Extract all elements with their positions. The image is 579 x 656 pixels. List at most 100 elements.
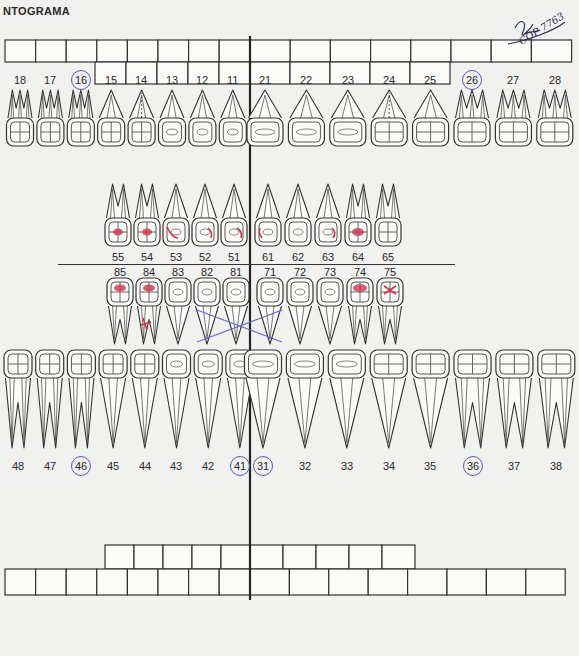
- root-canal: [26, 95, 29, 118]
- tooth-root: [223, 184, 246, 218]
- tooth-crown: [454, 350, 491, 378]
- crown-surface: [255, 129, 275, 135]
- tooth-root: [109, 306, 132, 344]
- circled-tooth-number: 31: [253, 456, 273, 476]
- crown-fissure: [541, 132, 569, 133]
- chart-title: NTOGRAMA: [3, 6, 70, 17]
- tooth-root: [539, 378, 573, 448]
- crown-surface: [458, 122, 486, 142]
- tooth-crown: [36, 350, 64, 378]
- tooth-crown: [285, 218, 311, 246]
- crown-surface: [379, 222, 397, 242]
- root-canal: [230, 189, 238, 218]
- root-canal: [137, 95, 145, 118]
- crown-surface: [416, 354, 445, 374]
- record-box: [330, 40, 370, 62]
- circled-tooth-number: 36: [463, 456, 483, 476]
- crown-surface: [109, 222, 127, 242]
- root-canal: [201, 189, 209, 218]
- crown-surface: [223, 122, 242, 142]
- root-canal: [564, 95, 568, 118]
- root-canal: [562, 378, 568, 443]
- crown-surface: [229, 229, 239, 235]
- caries-mark: [237, 228, 242, 238]
- tooth-number: 73: [324, 267, 336, 278]
- record-box: [219, 40, 250, 62]
- tooth-number: 55: [112, 252, 124, 263]
- root-canal: [111, 189, 115, 218]
- tooth-number: 18: [14, 75, 26, 86]
- root-canal: [49, 95, 52, 118]
- tooth-root: [317, 184, 340, 218]
- tooth-crown: [330, 118, 366, 146]
- tooth-number: 34: [383, 461, 395, 472]
- tooth-crown: [328, 350, 365, 378]
- root-canal: [503, 378, 509, 443]
- crown-surface: [167, 129, 178, 135]
- caries-mark: [332, 228, 335, 238]
- root-canal: [57, 95, 60, 118]
- record-box: [189, 40, 220, 62]
- crown-surface: [251, 122, 279, 142]
- root-canal: [266, 306, 274, 339]
- root-canal: [198, 95, 206, 118]
- caries-mark: [113, 229, 123, 236]
- crown-surface: [319, 222, 337, 242]
- root-canal: [153, 306, 157, 339]
- crown-surface: [140, 282, 158, 302]
- record-box: [451, 40, 491, 62]
- tooth-number: 84: [143, 267, 155, 278]
- tooth-crown: [286, 350, 323, 378]
- root-canal: [353, 306, 357, 339]
- crown-surface: [111, 282, 129, 302]
- record-box: [189, 569, 220, 595]
- root-split: [141, 93, 142, 118]
- tooth-number: 12: [196, 75, 208, 86]
- crown-fissure: [8, 364, 28, 365]
- crown-surface: [71, 354, 91, 374]
- tooth-root: [319, 306, 342, 344]
- tooth-crown: [99, 350, 127, 378]
- tooth-crown: [221, 218, 247, 246]
- root-canal: [461, 378, 467, 443]
- tooth-crown: [189, 118, 216, 146]
- crown-fissure: [102, 132, 121, 133]
- tooth-number: 41: [234, 461, 246, 472]
- crown-surface: [102, 122, 121, 142]
- tooth-number: 26: [466, 75, 478, 86]
- tooth-crown: [413, 118, 449, 146]
- tooth-root: [38, 90, 62, 118]
- tooth-number: 51: [228, 252, 240, 263]
- root-canal: [301, 95, 313, 118]
- tooth-crown: [7, 118, 34, 146]
- root-canal: [342, 95, 354, 118]
- root-canal: [151, 189, 155, 218]
- tooth-root: [456, 90, 489, 118]
- root-canal: [79, 95, 82, 118]
- caries-mark: [259, 228, 262, 238]
- crown-surface: [332, 354, 361, 374]
- crown-surface: [295, 289, 305, 295]
- extraction-mark: [197, 310, 282, 342]
- crown-surface: [167, 354, 187, 374]
- tooth-crown: [412, 350, 449, 378]
- crown-surface: [542, 354, 571, 374]
- record-box: [36, 40, 67, 62]
- tooth-root: [249, 90, 282, 118]
- tooth-crown: [255, 218, 281, 246]
- record-box: [349, 545, 382, 569]
- tooth-root: [138, 306, 161, 344]
- root-canal: [257, 378, 269, 443]
- record-box: [283, 545, 316, 569]
- crown-fissure: [40, 364, 60, 365]
- tooth-number: 11: [227, 75, 238, 86]
- crown-surface: [294, 361, 315, 367]
- crown-fissure: [375, 132, 403, 133]
- crown-surface: [336, 361, 357, 367]
- root-canal: [299, 378, 311, 443]
- crown-surface: [500, 354, 529, 374]
- tooth-crown: [495, 118, 531, 146]
- crown-surface: [296, 129, 316, 135]
- tooth-number: 45: [107, 461, 119, 472]
- tooth-root: [130, 90, 154, 118]
